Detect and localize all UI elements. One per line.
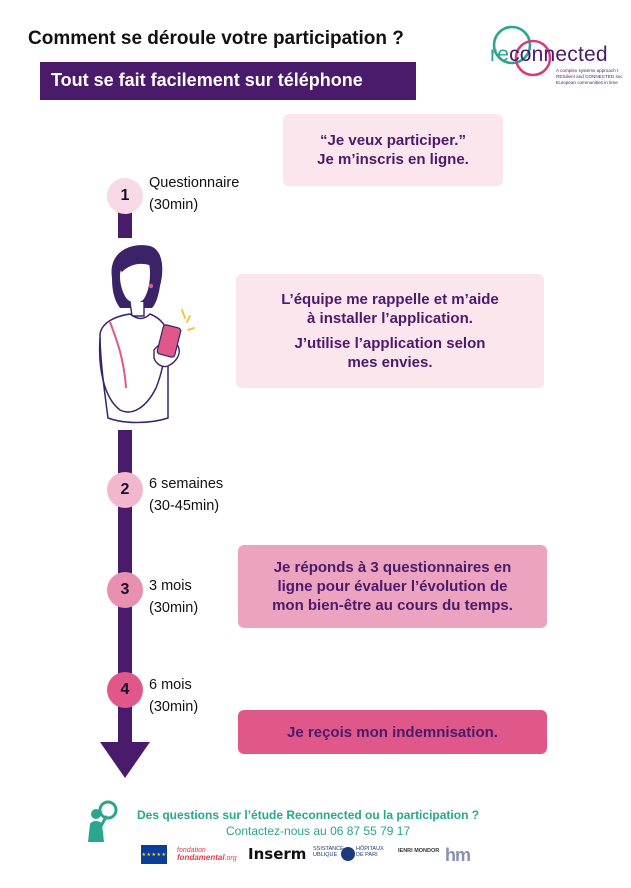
step-1-label: Questionnaire (30min) xyxy=(149,175,240,213)
logo-wordmark: reconnected xyxy=(490,43,608,67)
step-1-circle: 1 xyxy=(107,178,143,214)
footer-contact: Contactez-nous au 06 87 55 79 17 xyxy=(226,824,411,838)
step-4-label: 6 mois (30min) xyxy=(149,677,199,715)
aphp-logo-left: SSISTANCE UBLIQUE xyxy=(313,846,344,858)
aphp-emblem-icon xyxy=(341,847,355,861)
step-2-circle: 2 xyxy=(107,472,143,508)
step-3-circle: 3 xyxy=(107,572,143,608)
henri-mondor-text: IENRI MONDOR xyxy=(398,848,440,854)
timeline-arrow-icon xyxy=(100,742,150,778)
install-box: L’équipe me rappelle et m’aide à install… xyxy=(236,274,544,388)
inserm-logo: Inserm xyxy=(248,845,307,863)
henri-mondor-logo: hm xyxy=(445,845,471,865)
reconnected-logo: reconnected A complex systems approach t… xyxy=(488,24,628,90)
logo-prefix: re xyxy=(490,43,510,66)
step-4-circle: 4 xyxy=(107,672,143,708)
questionnaires-box: Je réponds à 3 questionnaires en ligne p… xyxy=(238,545,547,628)
step-2-label: 6 semaines (30-45min) xyxy=(149,476,224,514)
logo-rings-icon xyxy=(492,25,552,77)
logo-tagline: A complex systems approach t RESilient a… xyxy=(556,68,623,85)
fondation-fondamental-logo: fondation fondamental.org xyxy=(177,847,237,862)
eu-flag-icon: ★★★★★ xyxy=(141,845,167,864)
subtitle-banner: Tout se fait facilement sur téléphone xyxy=(40,62,416,100)
compensation-box: Je reçois mon indemnisation. xyxy=(238,710,547,754)
footer-question: Des questions sur l’étude Reconnected ou… xyxy=(137,808,480,822)
woman-phone-illustration-icon xyxy=(98,238,195,430)
aphp-logo-right: HÔPITAUX DE PARI xyxy=(356,846,384,858)
page-title: Comment se déroule votre participation ? xyxy=(28,28,404,49)
step-3-label: 3 mois (30min) xyxy=(149,578,199,616)
logo-rest: connected xyxy=(509,43,608,66)
person-magnifier-icon xyxy=(88,800,118,842)
signup-box: “Je veux participer.” Je m’inscris en li… xyxy=(283,114,503,186)
